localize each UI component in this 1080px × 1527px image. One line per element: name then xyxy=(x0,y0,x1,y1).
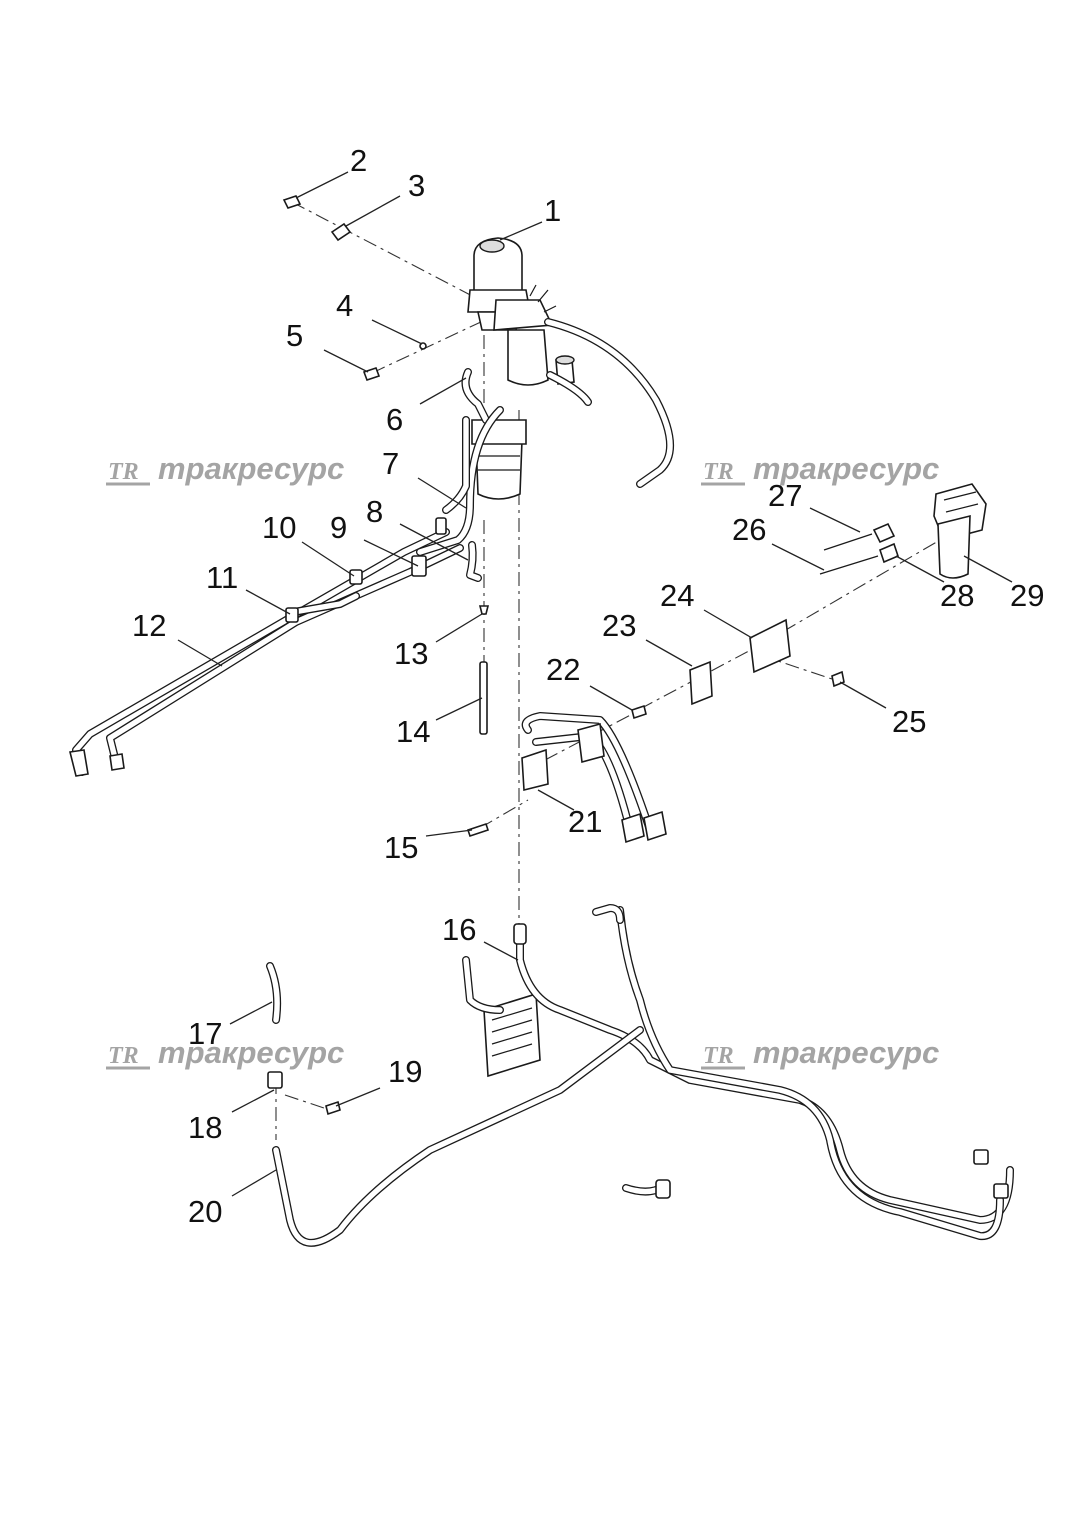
callout-20: 20 xyxy=(188,1194,222,1229)
watermark-bottom-left: TR тракресурс xyxy=(106,1035,344,1070)
leader-lines xyxy=(177,171,1013,1197)
callout-labels: 1 2 3 4 5 6 7 8 9 10 11 12 13 14 15 16 1… xyxy=(132,143,1044,1229)
top-hoses xyxy=(416,318,675,582)
callout-26: 26 xyxy=(732,512,766,547)
watermark-bottom-right: TR тракресурс xyxy=(701,1035,939,1070)
middle-hose-group xyxy=(466,712,667,844)
watermark-text: тракресурс xyxy=(753,1035,939,1070)
secondary-filter-group xyxy=(819,483,987,579)
callout-21: 21 xyxy=(568,804,602,839)
callout-8: 8 xyxy=(366,494,383,529)
left-fuel-line xyxy=(69,517,464,777)
watermark-top-right: TR тракресурс xyxy=(701,451,939,486)
callout-10: 10 xyxy=(262,510,296,545)
callout-22: 22 xyxy=(546,652,580,687)
callout-12: 12 xyxy=(132,608,166,643)
callout-6: 6 xyxy=(386,402,403,437)
callout-23: 23 xyxy=(602,608,636,643)
watermark-logo: TR xyxy=(108,459,139,485)
callout-15: 15 xyxy=(384,830,418,865)
callout-24: 24 xyxy=(660,578,694,613)
callout-2: 2 xyxy=(350,143,367,178)
callout-4: 4 xyxy=(336,288,353,323)
assembly-lines xyxy=(275,201,941,1140)
callout-16: 16 xyxy=(442,912,476,947)
callout-7: 7 xyxy=(382,446,399,481)
watermark-logo: TR xyxy=(703,1043,734,1069)
watermark-text: тракресурс xyxy=(158,451,344,486)
watermark-text: тракресурс xyxy=(158,1035,344,1070)
callout-17: 17 xyxy=(188,1016,222,1051)
watermark-logo: TR xyxy=(703,459,734,485)
callout-5: 5 xyxy=(286,318,303,353)
callout-25: 25 xyxy=(892,704,926,739)
callout-13: 13 xyxy=(394,636,428,671)
callout-27: 27 xyxy=(768,478,802,513)
callout-28: 28 xyxy=(940,578,974,613)
bracket-group xyxy=(631,618,845,720)
callout-14: 14 xyxy=(396,714,430,749)
callout-11: 11 xyxy=(206,560,238,595)
callout-1: 1 xyxy=(544,193,561,228)
watermark-top-left: TR тракресурс xyxy=(106,451,344,486)
watermark-text: тракресурс xyxy=(753,451,939,486)
callout-19: 19 xyxy=(388,1054,422,1089)
callout-18: 18 xyxy=(188,1110,222,1145)
watermark-logo: TR xyxy=(108,1043,139,1069)
callout-3: 3 xyxy=(408,168,425,203)
callout-29: 29 xyxy=(1010,578,1044,613)
callout-9: 9 xyxy=(330,510,347,545)
bottom-fuel-lines xyxy=(266,904,1014,1247)
